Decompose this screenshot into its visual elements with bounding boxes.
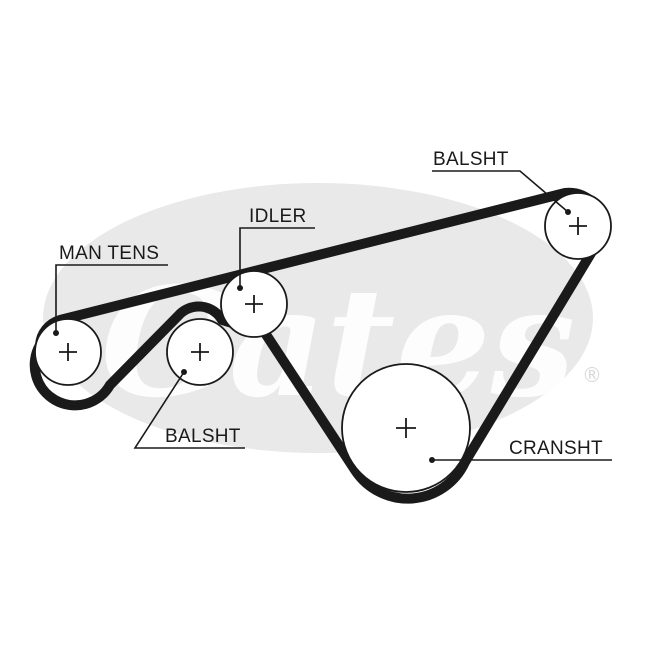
leader-balsht-lower [133, 371, 245, 449]
label-cransht: CRANSHT [509, 438, 603, 459]
pulley-cransht [341, 363, 471, 493]
leader-dot [565, 209, 571, 215]
pulley-balsht-upper [544, 192, 612, 260]
leader-man-tens [55, 264, 168, 332]
pulley-idler [220, 270, 288, 338]
watermark-ellipse [43, 183, 593, 453]
watermark-registered-mark: ® [582, 363, 602, 387]
leader-dot [181, 369, 187, 375]
leader-dot [429, 457, 435, 463]
label-idler: IDLER [249, 206, 306, 227]
leader-idler [239, 227, 315, 287]
label-balsht-lower: BALSHT [165, 426, 241, 447]
leader-balsht-upper [432, 170, 569, 213]
leader-dot [53, 330, 59, 336]
label-man-tens: MAN TENS [59, 243, 159, 264]
pulley-balsht-lower [166, 318, 234, 386]
label-balsht-upper: BALSHT [433, 149, 509, 170]
leader-dot [237, 285, 243, 291]
pulley-man-tens [34, 318, 102, 386]
